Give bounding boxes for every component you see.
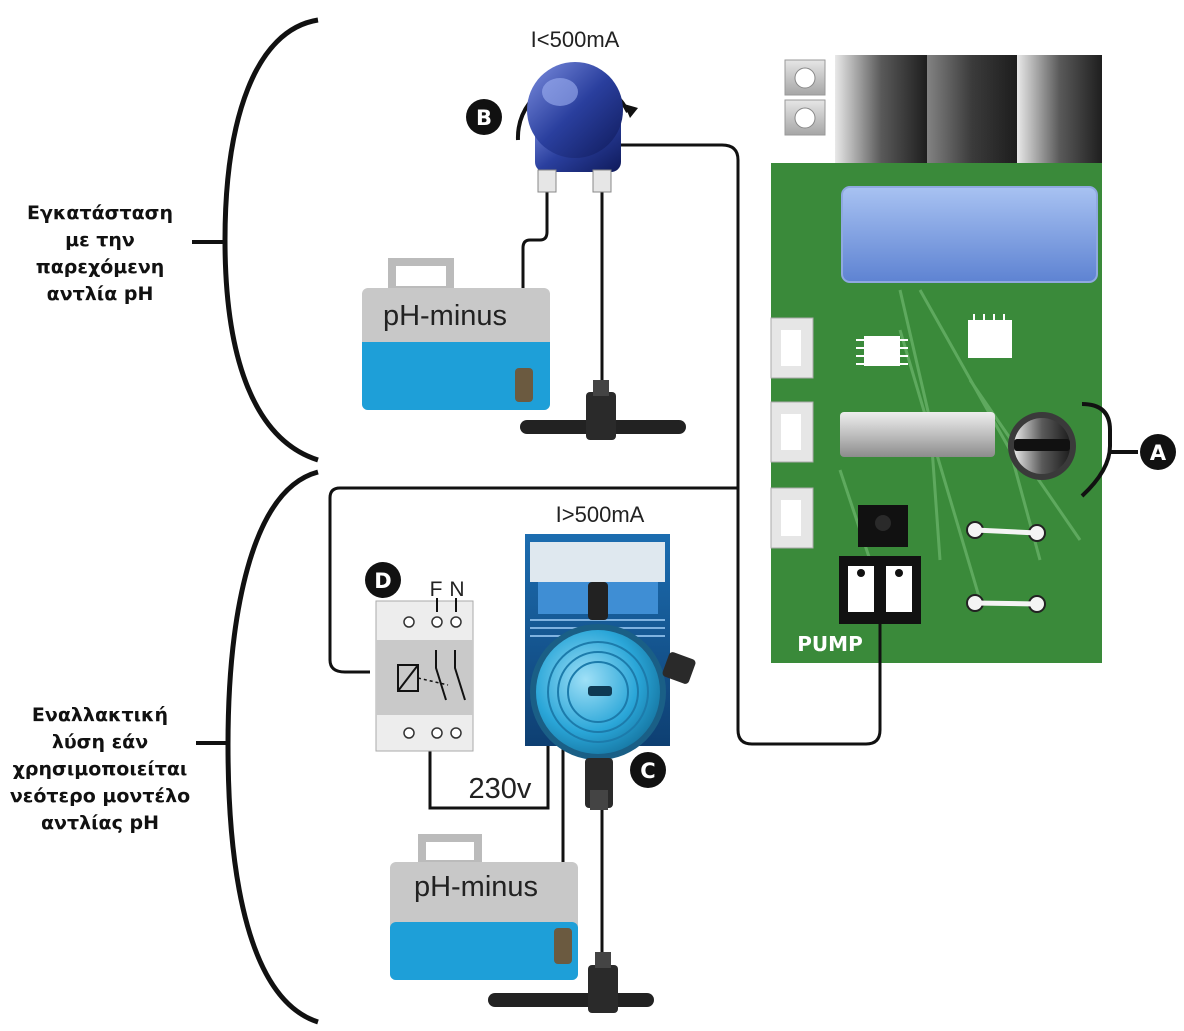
svg-text:D: D: [374, 569, 391, 593]
marker-b: B: [466, 99, 502, 135]
svg-text:B: B: [476, 106, 492, 130]
top-section-line: αντλία pH: [46, 283, 154, 305]
current-high-label: I>500mA: [556, 502, 645, 527]
bottom-pipe: [488, 952, 654, 1013]
top-ph-minus-tank: [362, 258, 550, 410]
marker-a-bracket: [1080, 402, 1112, 498]
bottom-section-label: Εναλλακτική λύση εάν χρησιμοποιείται νεό…: [2, 702, 198, 837]
bottom-section-line: νεότερο μοντέλο: [9, 785, 191, 807]
relay-terminal-f: F: [430, 578, 443, 601]
board-pump-label: PUMP: [797, 632, 862, 656]
dosing-pump: [525, 534, 696, 810]
bottom-brace: [225, 469, 319, 1025]
marker-d: D: [365, 562, 401, 598]
voltage-label: 230v: [469, 773, 532, 805]
marker-a: A: [1140, 434, 1176, 470]
top-brace: [222, 17, 319, 463]
svg-text:C: C: [640, 759, 655, 783]
relay-terminal-n: N: [449, 578, 464, 601]
bottom-tank-label: pH-minus: [414, 871, 538, 903]
relay-module: [375, 598, 474, 752]
top-section-line: Εγκατάσταση: [27, 202, 173, 224]
bottom-section-line: λύση εάν: [51, 731, 149, 753]
control-board: [770, 55, 1102, 663]
bottom-section-line: αντλίας pH: [41, 812, 159, 834]
top-section-line: παρεχόμενη: [35, 256, 165, 278]
small-ph-pump: [515, 62, 638, 193]
top-pipe: [520, 380, 686, 440]
top-tank-label: pH-minus: [383, 300, 507, 332]
bottom-ph-minus-tank: [390, 834, 578, 980]
marker-c: C: [630, 752, 666, 788]
bottom-section-line: χρησιμοποιείται: [12, 758, 188, 780]
top-section-line: με την: [65, 229, 135, 251]
svg-text:A: A: [1150, 441, 1167, 465]
top-section-label: Εγκατάσταση με την παρεχόμενη αντλία pH: [10, 200, 190, 308]
bottom-section-line: Εναλλακτική: [31, 704, 169, 726]
current-low-label: I<500mA: [531, 27, 620, 52]
